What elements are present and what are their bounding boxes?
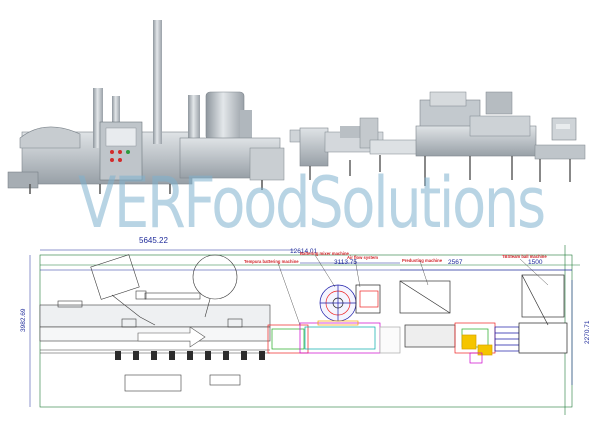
dim-left-height: 3982.69 — [20, 308, 27, 333]
dim-right-height: 2270.71 — [584, 320, 591, 345]
label-air-flow: Air flow system — [347, 255, 378, 260]
label-battering-mixer: Battering mixer machine — [300, 251, 349, 256]
layout-drawing — [29, 245, 580, 415]
dim-coater-length: 3113.75 — [334, 259, 358, 266]
dim-total-length: 12614.01 — [290, 248, 318, 255]
predust-tumbler-photo — [415, 91, 586, 186]
dim-tumbler-length: 1500 — [528, 259, 543, 266]
label-leaders — [277, 254, 549, 326]
battering-breading-photo — [289, 117, 421, 180]
continuous-fryer-photo — [7, 20, 285, 194]
fryer-plan — [39, 254, 271, 392]
label-tumbler: TBSteam ball machine — [502, 254, 547, 259]
production-line-photo — [7, 20, 586, 194]
predust-plan — [399, 274, 568, 364]
label-predusting: Predusting machine — [402, 258, 443, 263]
dim-fryer-length: 5645.22 — [139, 236, 168, 245]
dimension-lines — [29, 249, 573, 407]
dim-predust-length: 2567 — [448, 259, 463, 266]
label-tempura-battering: Tempura battering machine — [244, 259, 299, 264]
fryer-legs — [115, 351, 265, 360]
battering-plan — [267, 284, 401, 354]
